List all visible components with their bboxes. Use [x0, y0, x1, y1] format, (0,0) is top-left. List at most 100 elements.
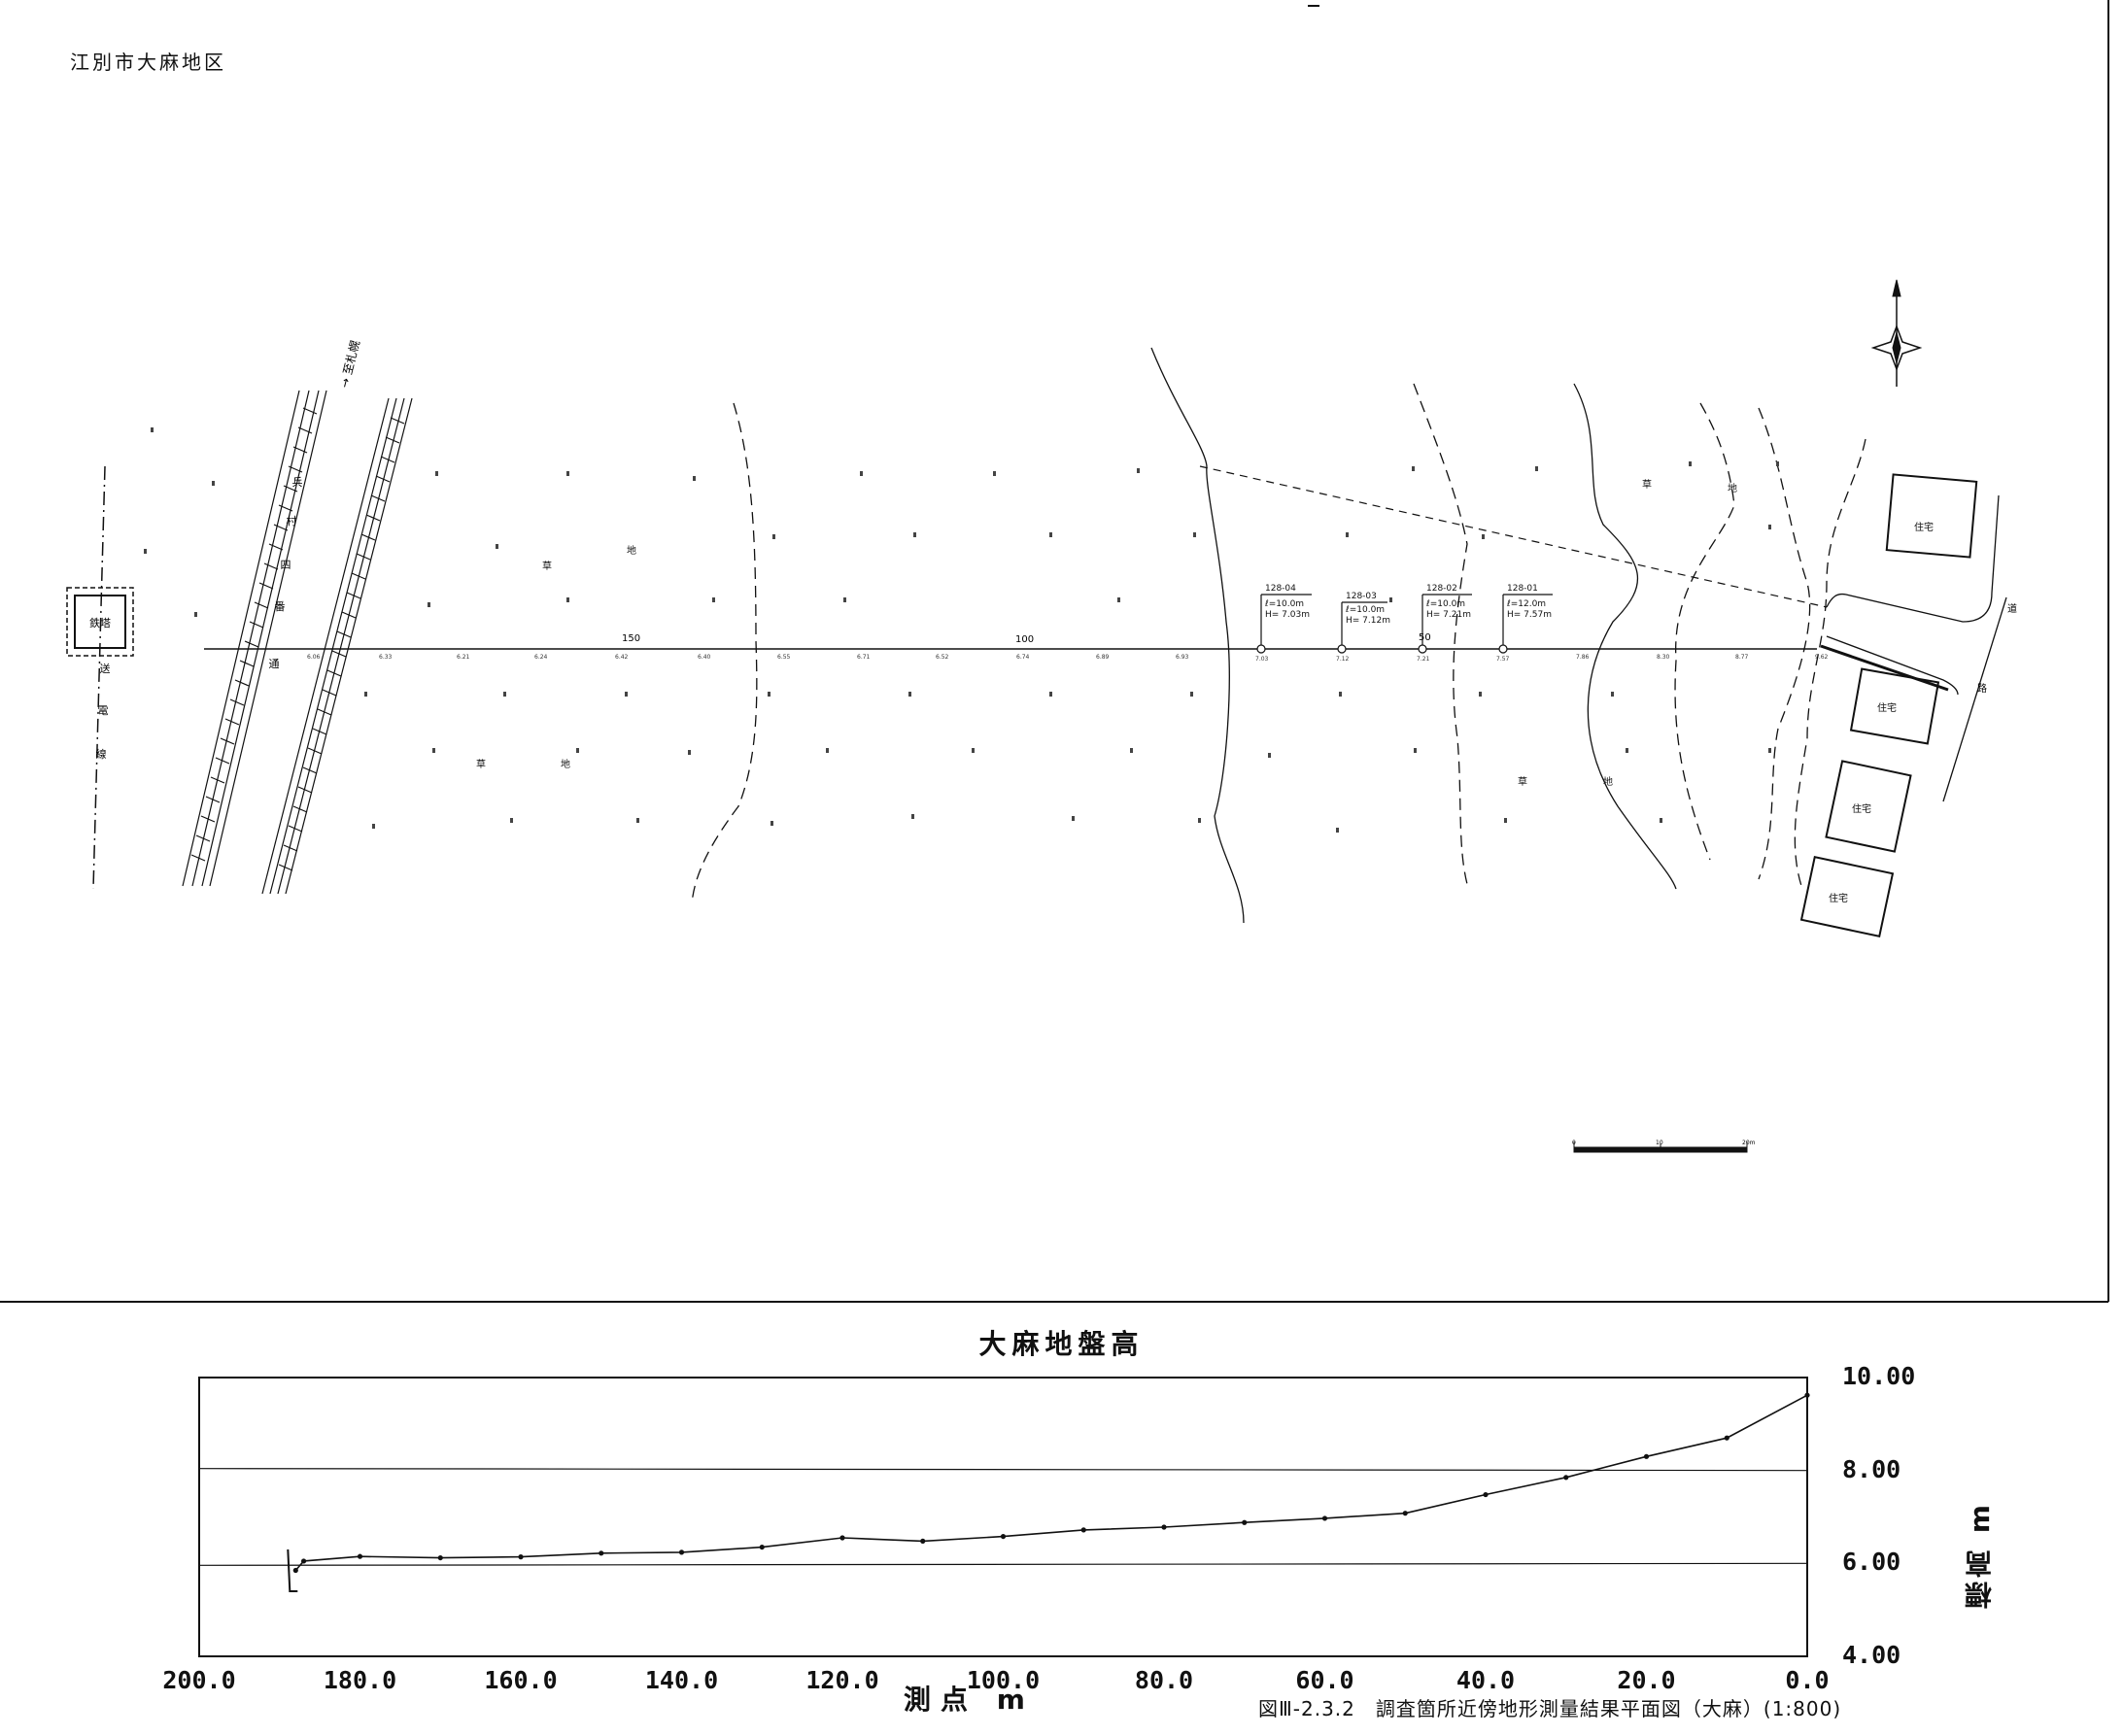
svg-text:6.55: 6.55 [777, 654, 791, 661]
power-line [92, 465, 106, 890]
svg-text:6.71: 6.71 [857, 654, 871, 661]
north-arrow-icon [1870, 279, 1923, 387]
y-axis-label: 標高 m [1964, 1501, 1996, 1609]
svg-text:50: 50 [1419, 632, 1431, 643]
railway [182, 390, 413, 895]
svg-text:6.24: 6.24 [534, 654, 548, 661]
spot-marks [144, 427, 1779, 833]
svg-text:6.42: 6.42 [615, 654, 629, 661]
region-title: 江別市大麻地区 [70, 51, 226, 74]
x-tick-label: 160.0 [484, 1666, 558, 1694]
tower-symbol: 鉄塔 [66, 587, 134, 657]
chart-title: 大麻地盤高 [978, 1328, 1145, 1360]
reference-line [198, 1468, 1808, 1472]
data-point [1161, 1524, 1167, 1530]
houses [1799, 473, 1978, 937]
svg-text:地: 地 [1728, 482, 1737, 494]
data-point [839, 1535, 845, 1541]
x-tick-label: 80.0 [1134, 1666, 1194, 1694]
svg-text:送: 送 [100, 662, 111, 675]
y-tick-label: 10.00 [1842, 1362, 1916, 1390]
borehole-markers [1256, 594, 1553, 654]
svg-text:7.12: 7.12 [1336, 656, 1350, 663]
svg-text:6.93: 6.93 [1176, 654, 1189, 661]
data-point [1804, 1392, 1810, 1398]
x-tick-label: 20.0 [1617, 1666, 1676, 1694]
svg-text:通: 通 [269, 658, 280, 670]
x-tick-label: 140.0 [644, 1666, 719, 1694]
svg-text:150: 150 [622, 633, 640, 644]
svg-text:住宅: 住宅 [1877, 701, 1897, 714]
data-point [759, 1544, 765, 1550]
x-tick-label: 60.0 [1295, 1666, 1354, 1694]
data-point [1242, 1519, 1248, 1525]
svg-text:10: 10 [1656, 1140, 1663, 1146]
data-point [292, 1567, 298, 1574]
data-point [300, 1558, 307, 1564]
svg-text:6.74: 6.74 [1016, 654, 1030, 661]
svg-text:20m: 20m [1742, 1140, 1756, 1146]
data-point [1321, 1515, 1328, 1521]
plan-map: 鉄塔 送 電 線 → 至札幌 兵 村 四 番 通 150 100 50 6.06… [0, 0, 2109, 1303]
data-point [518, 1554, 524, 1560]
svg-text:線: 線 [96, 747, 107, 761]
svg-text:6.33: 6.33 [379, 654, 393, 661]
data-point [1402, 1511, 1408, 1516]
x-tick-label: 120.0 [805, 1666, 879, 1694]
data-point [1483, 1491, 1489, 1498]
data-point [1724, 1435, 1729, 1441]
svg-text:住宅: 住宅 [1852, 802, 1871, 815]
svg-text:128-03: 128-03 [1346, 592, 1377, 601]
data-point [1000, 1533, 1007, 1540]
x-tick-label: 40.0 [1455, 1666, 1516, 1694]
svg-text:ℓ=10.0m: ℓ=10.0m [1425, 599, 1465, 609]
svg-text:H= 7.21m: H= 7.21m [1426, 610, 1471, 620]
elevation-profile-chart [198, 1377, 1810, 1657]
data-point [1643, 1453, 1650, 1459]
svg-text:6.89: 6.89 [1096, 654, 1110, 661]
x-axis-label: 測点 m [904, 1684, 1035, 1716]
svg-text:128-02: 128-02 [1426, 584, 1457, 594]
svg-text:100: 100 [1015, 634, 1034, 645]
svg-text:7.03: 7.03 [1255, 656, 1269, 663]
svg-text:兵: 兵 [292, 476, 303, 489]
svg-text:→ 至札幌: → 至札幌 [336, 339, 362, 390]
plot-frame [198, 1377, 1808, 1657]
contour-lines [691, 347, 1866, 924]
svg-text:草: 草 [542, 561, 552, 572]
svg-text:地: 地 [561, 758, 570, 770]
series-line [294, 1394, 1808, 1572]
svg-text:地: 地 [1603, 775, 1613, 788]
svg-text:6.06: 6.06 [307, 654, 321, 661]
svg-text:H= 7.12m: H= 7.12m [1346, 616, 1390, 626]
svg-text:6.52: 6.52 [936, 654, 949, 661]
svg-text:住宅: 住宅 [1829, 892, 1848, 904]
y-tick-label: 6.00 [1842, 1548, 1901, 1577]
svg-text:H= 7.57m: H= 7.57m [1507, 610, 1552, 620]
data-point [1080, 1527, 1086, 1533]
svg-text:道: 道 [2007, 602, 2017, 615]
svg-text:路: 路 [1977, 682, 1987, 695]
svg-text:住宅: 住宅 [1914, 521, 1934, 533]
svg-text:8.30: 8.30 [1657, 654, 1670, 661]
data-point [920, 1538, 926, 1544]
svg-text:草: 草 [476, 759, 486, 770]
data-point [357, 1553, 363, 1559]
svg-text:6.40: 6.40 [698, 654, 711, 661]
svg-text:村: 村 [287, 514, 297, 528]
x-tick-label: 100.0 [966, 1666, 1041, 1694]
svg-text:草: 草 [1518, 776, 1527, 788]
svg-text:地: 地 [627, 544, 636, 557]
house-labels: 住宅 住宅 住宅 住宅 [1829, 521, 1934, 904]
data-point [678, 1549, 685, 1555]
scale-bar [1573, 1141, 1748, 1153]
svg-text:8.77: 8.77 [1735, 654, 1749, 661]
x-tick-label: 180.0 [323, 1666, 397, 1694]
svg-text:128-04: 128-04 [1265, 584, 1296, 594]
svg-text:ℓ=12.0m: ℓ=12.0m [1506, 599, 1546, 609]
svg-text:番: 番 [275, 600, 286, 613]
svg-text:9.62: 9.62 [1815, 654, 1829, 661]
data-point [599, 1550, 604, 1556]
y-tick-label: 8.00 [1842, 1454, 1901, 1483]
svg-text:ℓ=10.0m: ℓ=10.0m [1264, 599, 1304, 609]
